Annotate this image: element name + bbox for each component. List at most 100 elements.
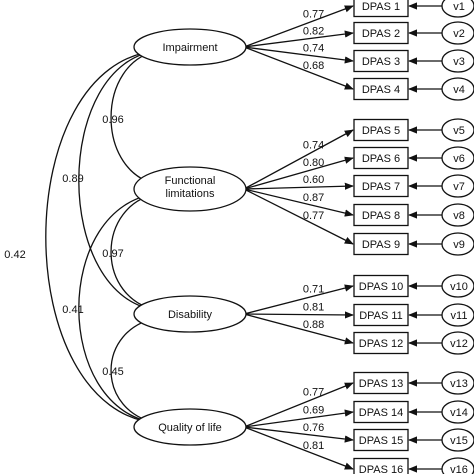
loading-arrow-dpas-12 xyxy=(243,313,354,345)
error-term-v9-label: v9 xyxy=(453,239,465,251)
loading-value-dpas-8: 0.87 xyxy=(303,192,324,204)
latent-impairment-label: Impairment xyxy=(162,42,217,54)
correlation-arc-impairment-disability xyxy=(78,47,161,314)
indicator-box-dpas-11 xyxy=(353,303,409,327)
loading-value-dpas-11: 0.81 xyxy=(303,302,324,314)
indicator-label-dpas-8: DPAS 8 xyxy=(362,210,400,222)
loading-value-dpas-12: 0.88 xyxy=(303,319,324,331)
correlation-arc-impairment-functional xyxy=(110,48,161,187)
loading-value-dpas-2: 0.82 xyxy=(303,25,324,37)
error-term-v3-ellipse xyxy=(441,49,474,73)
error-term-v12-ellipse xyxy=(441,331,474,355)
loading-arrow-dpas-7 xyxy=(243,182,354,190)
error-term-v5-ellipse xyxy=(441,118,474,142)
error-term-v7-label: v7 xyxy=(453,181,465,193)
latent-qol-ellipse xyxy=(133,408,247,446)
loading-value-dpas-10: 0.71 xyxy=(303,284,324,296)
error-term-v12-label: v12 xyxy=(450,338,468,350)
loading-arrow-dpas-6 xyxy=(243,156,354,190)
loading-arrow-dpas-4 xyxy=(243,46,354,90)
loading-value-dpas-13: 0.77 xyxy=(303,387,324,399)
loading-arrow-dpas-8 xyxy=(243,188,354,217)
indicator-box-dpas-7 xyxy=(353,174,409,198)
indicator-label-dpas-3: DPAS 3 xyxy=(362,56,400,68)
loading-arrow-dpas-1 xyxy=(243,5,354,48)
indicator-label-dpas-9: DPAS 9 xyxy=(362,239,400,251)
correlation-arc-functional-qol xyxy=(78,190,161,427)
error-term-v6-ellipse xyxy=(441,146,474,170)
error-term-v2-label: v2 xyxy=(453,28,465,40)
indicator-box-dpas-1 xyxy=(353,0,409,18)
indicator-box-dpas-2 xyxy=(353,21,409,45)
error-term-v16-ellipse xyxy=(441,457,474,474)
error-term-v16-label: v16 xyxy=(450,464,468,474)
correlation-value-functional-disability: 0.97 xyxy=(102,248,123,260)
error-term-v14-ellipse xyxy=(441,400,474,424)
error-term-v1-ellipse xyxy=(441,0,474,18)
loading-arrow-dpas-16 xyxy=(243,426,354,470)
error-term-v5-label: v5 xyxy=(453,125,465,137)
indicator-box-dpas-16 xyxy=(353,457,409,474)
error-term-v11-label: v11 xyxy=(451,310,468,322)
error-term-v8-ellipse xyxy=(441,203,474,227)
loading-arrow-dpas-2 xyxy=(243,30,354,48)
latent-functional-label-line-1: Functional xyxy=(165,175,216,187)
indicator-label-dpas-10: DPAS 10 xyxy=(359,281,403,293)
loading-arrow-dpas-13 xyxy=(243,382,354,428)
error-term-v15-label: v15 xyxy=(450,435,468,447)
indicator-box-dpas-3 xyxy=(353,49,409,73)
latent-impairment-ellipse xyxy=(133,28,247,66)
loading-value-dpas-1: 0.77 xyxy=(303,9,324,21)
indicator-label-dpas-14: DPAS 14 xyxy=(359,407,403,419)
loading-value-dpas-4: 0.68 xyxy=(303,60,324,72)
indicator-box-dpas-12 xyxy=(353,331,409,355)
loading-arrow-dpas-14 xyxy=(243,409,354,428)
loading-arrow-dpas-11 xyxy=(243,311,354,319)
indicator-label-dpas-5: DPAS 5 xyxy=(362,125,400,137)
loading-arrow-dpas-10 xyxy=(243,284,354,315)
indicator-label-dpas-7: DPAS 7 xyxy=(362,181,400,193)
error-term-v4-ellipse xyxy=(441,77,474,101)
correlation-arc-disability-qol xyxy=(110,315,161,426)
loading-value-dpas-15: 0.76 xyxy=(303,422,324,434)
indicator-box-dpas-15 xyxy=(353,428,409,452)
error-term-v1-label: v1 xyxy=(453,1,465,13)
loading-arrow-dpas-5 xyxy=(243,129,354,190)
correlation-value-impairment-qol: 0.42 xyxy=(4,249,25,261)
indicator-label-dpas-4: DPAS 4 xyxy=(362,84,400,96)
indicator-box-dpas-9 xyxy=(353,232,409,256)
error-term-v7-ellipse xyxy=(441,174,474,198)
indicator-label-dpas-2: DPAS 2 xyxy=(362,28,400,40)
loading-value-dpas-5: 0.74 xyxy=(303,139,324,151)
latent-functional-label-line-2: limitations xyxy=(166,188,215,200)
loading-arrow-dpas-15 xyxy=(243,426,354,443)
loading-arrow-dpas-9 xyxy=(243,188,354,245)
indicator-label-dpas-11: DPAS 11 xyxy=(359,310,403,322)
indicator-label-dpas-6: DPAS 6 xyxy=(362,153,400,165)
error-term-v13-ellipse xyxy=(441,371,474,395)
indicator-label-dpas-1: DPAS 1 xyxy=(362,1,400,13)
indicator-box-dpas-13 xyxy=(353,371,409,395)
indicator-box-dpas-4 xyxy=(353,77,409,101)
indicator-box-dpas-8 xyxy=(353,203,409,227)
loading-value-dpas-6: 0.80 xyxy=(303,157,324,169)
error-term-v8-label: v8 xyxy=(453,210,465,222)
latent-functional-ellipse xyxy=(133,166,247,212)
error-term-v10-ellipse xyxy=(441,274,474,298)
latent-qol-label: Quality of life xyxy=(158,422,222,434)
loading-value-dpas-9: 0.77 xyxy=(303,210,324,222)
loading-arrow-dpas-3 xyxy=(243,46,354,64)
error-term-v14-label: v14 xyxy=(450,407,468,419)
indicator-label-dpas-16: DPAS 16 xyxy=(359,464,403,474)
indicator-box-dpas-14 xyxy=(353,400,409,424)
error-term-v15-ellipse xyxy=(441,428,474,452)
loading-value-dpas-7: 0.60 xyxy=(303,174,324,186)
error-term-v3-label: v3 xyxy=(453,56,465,68)
indicator-label-dpas-12: DPAS 12 xyxy=(359,338,403,350)
indicator-label-dpas-13: DPAS 13 xyxy=(359,378,403,390)
indicator-label-dpas-15: DPAS 15 xyxy=(359,435,403,447)
indicator-box-dpas-5 xyxy=(353,118,409,142)
correlation-value-impairment-functional: 0.96 xyxy=(102,114,123,126)
latent-disability-label: Disability xyxy=(168,309,213,321)
